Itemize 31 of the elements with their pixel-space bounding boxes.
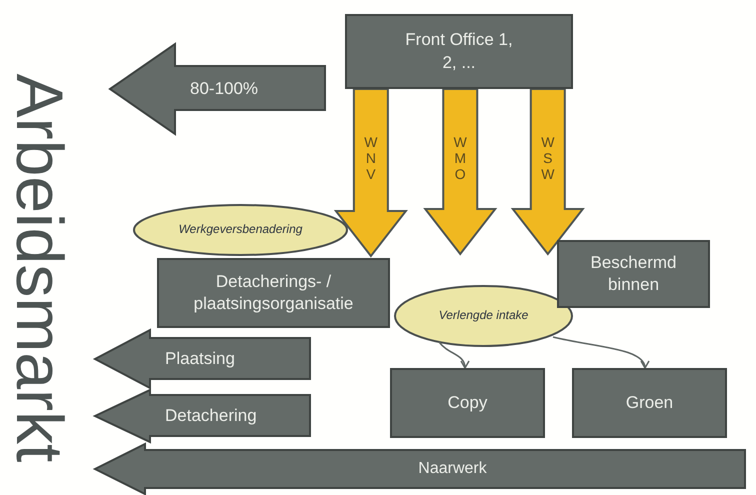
edge-label: WMO <box>453 134 468 182</box>
block-arrow-node <box>95 330 310 388</box>
node-text: 80-100% <box>190 78 258 100</box>
block-arrow-node <box>110 44 325 134</box>
process-box <box>572 368 727 438</box>
node-text: Detachering <box>165 404 257 427</box>
node-text: Beschermd binnen <box>590 252 678 296</box>
process-box <box>390 368 545 438</box>
arrow <box>552 336 648 369</box>
block-arrow-node <box>95 444 745 494</box>
arrow <box>438 341 470 369</box>
ellipse-node <box>394 285 573 347</box>
node-text: Front Office 1, 2, ... <box>404 29 514 74</box>
vertical-heading: Arbeidsmarkt <box>7 74 73 462</box>
process-box <box>557 240 710 308</box>
process-box <box>157 258 390 328</box>
node-text: Plaatsing <box>165 348 235 370</box>
block-arrow <box>334 88 408 258</box>
edge-label: WNV <box>364 134 378 182</box>
ellipse-node <box>133 204 348 256</box>
node-text: Werkgeversbenadering <box>178 222 302 238</box>
node-text: Naarwerk <box>418 458 487 479</box>
block-arrow-node <box>95 390 310 442</box>
edge-label: WSW <box>540 134 555 182</box>
node-text: Copy <box>448 392 488 414</box>
node-text: Detacherings- / plaatsingsorganisatie <box>192 270 354 315</box>
block-arrow <box>423 88 498 256</box>
node-text: Verlengde intake <box>438 308 528 324</box>
node-text: Groen <box>626 392 674 414</box>
block-arrow <box>510 88 585 256</box>
process-box <box>345 14 573 89</box>
